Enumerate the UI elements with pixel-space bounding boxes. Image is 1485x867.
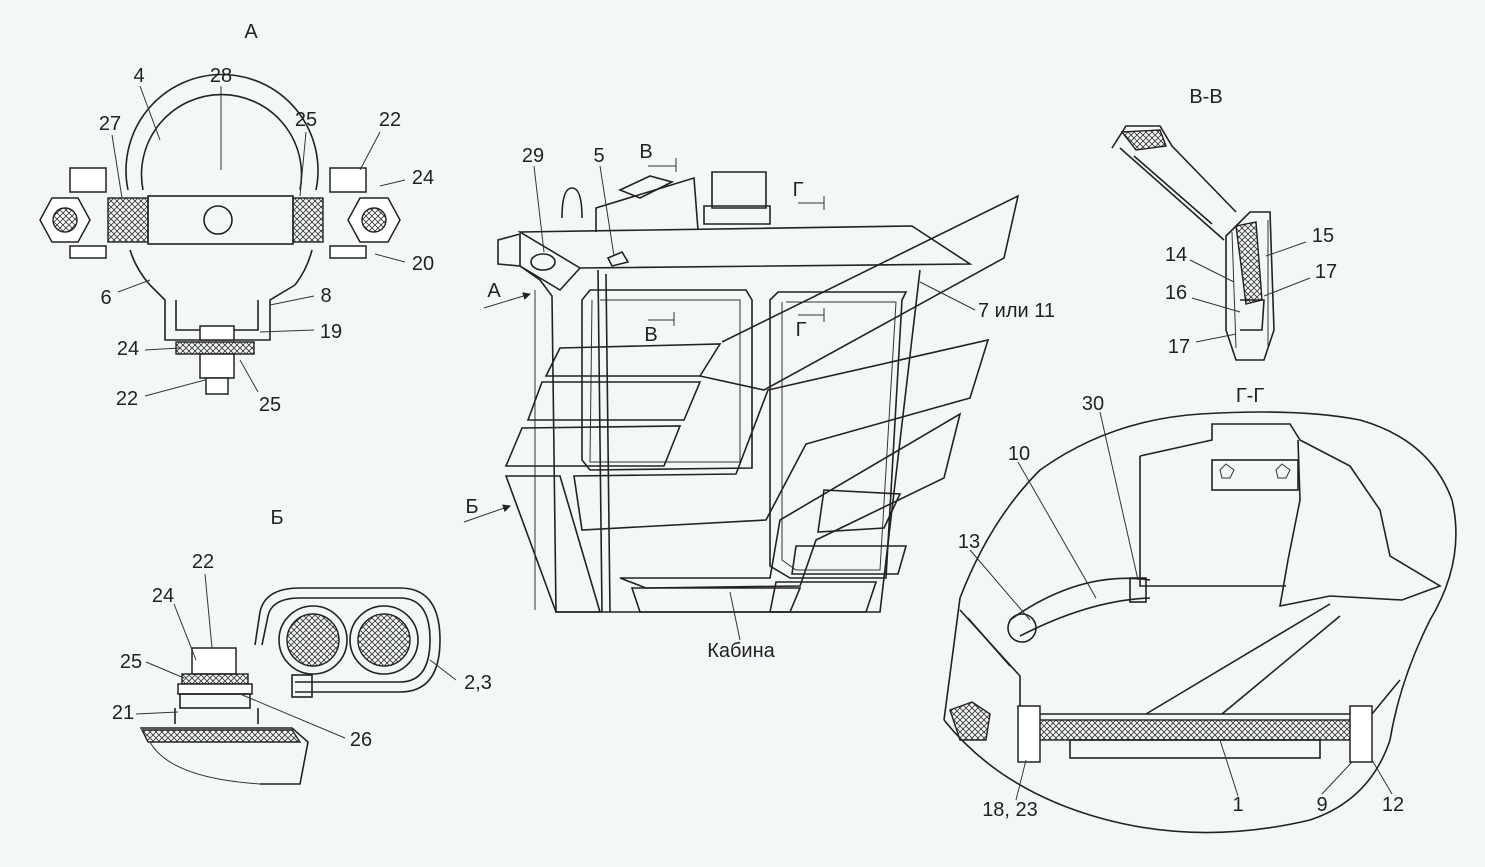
label-10: 10 bbox=[1008, 443, 1030, 465]
cab-arrow-v-mid: В bbox=[644, 324, 657, 346]
label-16: 16 bbox=[1165, 282, 1187, 304]
label-7-or-11: 7 или 11 bbox=[978, 300, 1055, 322]
section-g-g: Г-Г bbox=[943, 385, 1457, 834]
cable-clamp bbox=[254, 587, 441, 693]
label-19: 19 bbox=[320, 321, 342, 343]
label-17b: 17 bbox=[1168, 336, 1190, 358]
label-18-23: 18, 23 bbox=[982, 799, 1038, 821]
label-1: 1 bbox=[1232, 794, 1243, 816]
label-30: 30 bbox=[1082, 393, 1104, 415]
base-plate bbox=[140, 727, 309, 785]
view-a: А bbox=[39, 21, 434, 416]
label-9: 9 bbox=[1316, 794, 1327, 816]
section-v-title: В-В bbox=[1189, 86, 1222, 108]
label-8: 8 bbox=[320, 285, 331, 307]
cab-label: Кабина bbox=[707, 640, 775, 662]
cab-arrow-v-top: В bbox=[639, 141, 652, 163]
label-b-22: 22 bbox=[192, 551, 214, 573]
cab-door-window bbox=[581, 289, 753, 471]
label-24: 24 bbox=[412, 167, 434, 189]
cab-roof bbox=[517, 225, 973, 269]
label-22: 22 bbox=[379, 109, 401, 131]
view-b-title: Б bbox=[270, 507, 283, 529]
seal-profile bbox=[1225, 211, 1275, 361]
cab-arrow-g-top: Г bbox=[793, 179, 804, 201]
view-b: Б 22 24 25 21 26 bbox=[112, 507, 492, 785]
section-v-v: В-В 14 15 16 17 17 bbox=[1111, 86, 1337, 361]
label-25: 25 bbox=[295, 109, 317, 131]
label-13: 13 bbox=[958, 531, 980, 553]
cab-arrow-a: А bbox=[487, 280, 501, 302]
cab-view: В Г В Г А Б 29 5 7 или 11 Кабина bbox=[463, 141, 1055, 662]
label-22b: 22 bbox=[116, 388, 138, 410]
panel-1 bbox=[544, 343, 722, 377]
view-a-title: А bbox=[244, 21, 258, 43]
label-20: 20 bbox=[412, 253, 434, 275]
air-duct-housing bbox=[1139, 423, 1442, 608]
label-b-21: 21 bbox=[112, 702, 134, 724]
section-g-title: Г-Г bbox=[1236, 385, 1264, 407]
cab-rear-window bbox=[769, 291, 908, 579]
cab-arrow-g-mid: Г bbox=[796, 319, 807, 341]
label-5: 5 bbox=[593, 145, 604, 167]
tube-hole bbox=[203, 205, 233, 235]
label-b-24: 24 bbox=[152, 585, 174, 607]
label-b-25: 25 bbox=[120, 651, 142, 673]
label-27: 27 bbox=[99, 113, 121, 135]
label-29: 29 bbox=[522, 145, 544, 167]
view-b-nut bbox=[191, 647, 237, 675]
cable-1 bbox=[286, 613, 340, 667]
clamp-ring bbox=[125, 73, 319, 191]
clamp-tube bbox=[147, 195, 294, 245]
label-15: 15 bbox=[1312, 225, 1334, 247]
label-24b: 24 bbox=[117, 338, 139, 360]
cab-arrow-b: Б bbox=[465, 496, 478, 518]
right-top-bolt bbox=[329, 167, 367, 193]
filter-element bbox=[1019, 719, 1371, 741]
label-14: 14 bbox=[1165, 244, 1187, 266]
section-g-outline bbox=[943, 411, 1457, 834]
label-28: 28 bbox=[210, 65, 232, 87]
label-25b: 25 bbox=[259, 394, 281, 416]
label-12: 12 bbox=[1382, 794, 1404, 816]
label-4: 4 bbox=[133, 65, 144, 87]
label-b-26: 26 bbox=[350, 729, 372, 751]
label-17: 17 bbox=[1315, 261, 1337, 283]
label-6: 6 bbox=[100, 287, 111, 309]
cable-2 bbox=[357, 613, 411, 667]
left-top-bolt bbox=[69, 167, 107, 193]
label-b-2-3: 2,3 bbox=[464, 672, 492, 694]
